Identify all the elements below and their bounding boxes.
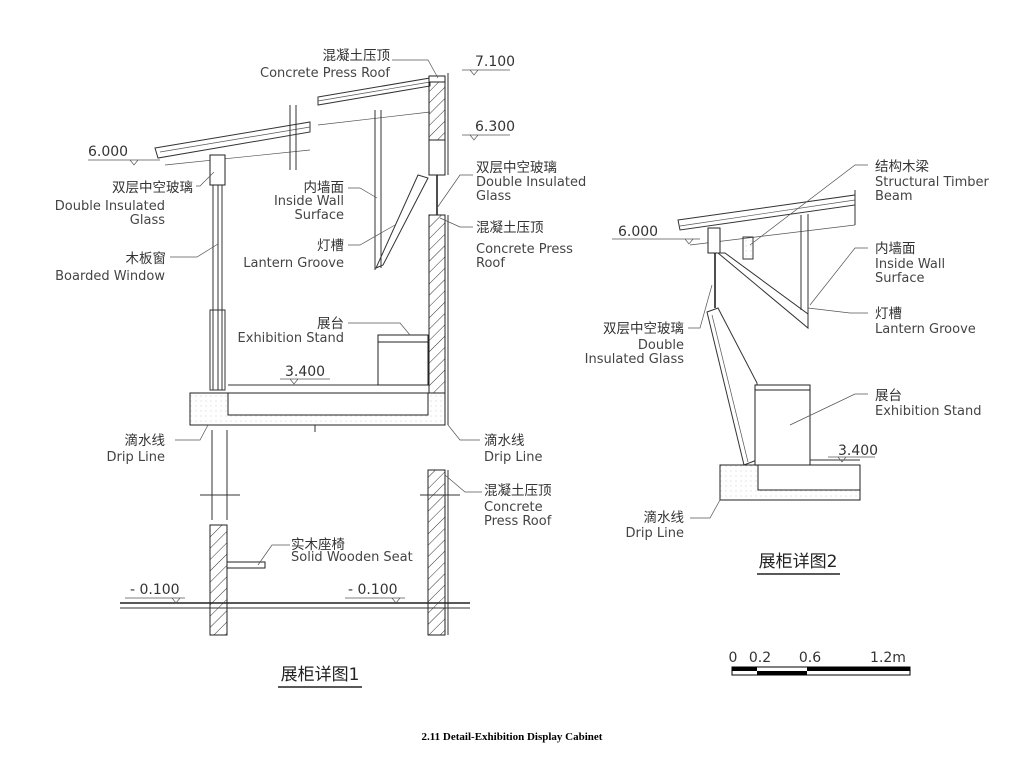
label-press-roof-mid-en: Concrete Press <box>476 242 573 257</box>
label-wooden-seat-cn: 实木座椅 <box>291 537 345 553</box>
label-double-glass-en: Double Insulated <box>55 199 165 214</box>
lower-roof-slab <box>154 121 311 159</box>
label-wooden-seat-en: Solid Wooden Seat <box>291 550 413 565</box>
label-inside-wall-2-en2: Surface <box>875 271 925 286</box>
label-double-glass-cn: 双层中空玻璃 <box>112 179 193 196</box>
label-lantern-groove-cn: 灯槽 <box>317 238 344 254</box>
label-press-roof-base-cn: 混凝土压顶 <box>484 483 552 499</box>
label-boarded-window-cn: 木板窗 <box>126 250 167 267</box>
scale-tick-0-2: 0.2 <box>749 650 771 666</box>
level-6300: 6.300 <box>475 119 515 135</box>
label-inside-wall-en: Inside Wall <box>274 194 344 209</box>
scale-tick-0-6: 0.6 <box>799 650 821 666</box>
detail2-section <box>612 164 875 519</box>
level-6000: 6.000 <box>88 144 128 160</box>
structural-timber-beam <box>742 236 754 260</box>
seat-wall <box>209 524 228 636</box>
inclined-glass <box>706 307 758 466</box>
label-drip-line-left-cn: 滴水线 <box>125 432 166 449</box>
label-lantern-groove-2-en: Lantern Groove <box>875 322 976 337</box>
label-inside-wall-cn: 内墙面 <box>304 180 345 196</box>
label-concrete-press-roof-cn: 混凝土压顶 <box>323 48 391 64</box>
scale-tick-0: 0 <box>729 650 738 666</box>
level-minus-0100-right: - 0.100 <box>348 582 398 598</box>
label-double-glass-en2: Glass <box>130 213 165 228</box>
label-inside-wall-2-en: Inside Wall <box>875 257 945 272</box>
label-exhibition-stand-2-en: Exhibition Stand <box>875 404 981 419</box>
label-press-roof-base-en2: Press Roof <box>484 514 552 529</box>
label-exhibition-stand-cn: 展台 <box>317 316 344 332</box>
label-double-glass-2-cn: 双层中空玻璃 <box>603 320 684 337</box>
label-drip-line-right-en: Drip Line <box>484 450 542 465</box>
label-press-roof-mid-cn: 混凝土压顶 <box>476 220 544 236</box>
level-7100: 7.100 <box>475 54 515 70</box>
level-6000-2: 6.000 <box>618 224 658 240</box>
label-double-glass-2-en: Double <box>638 338 684 353</box>
label-double-glass-right-en2: Glass <box>476 189 511 204</box>
detail1-section <box>88 59 510 636</box>
label-timber-beam-en: Structural Timber <box>875 175 990 190</box>
lantern-groove-2 <box>716 252 809 330</box>
label-double-glass-2-en2: Insulated Glass <box>585 352 685 367</box>
concrete-wall-lower <box>428 214 446 394</box>
exhibition-stand-2 <box>754 384 811 466</box>
level-minus-0100-left: - 0.100 <box>130 582 180 598</box>
label-timber-beam-cn: 结构木梁 <box>875 159 929 175</box>
label-drip-line-right-cn: 滴水线 <box>484 432 525 449</box>
label-lantern-groove-en: Lantern Groove <box>243 256 344 271</box>
solid-wooden-seat <box>226 561 266 569</box>
scale-bar: 0 0.2 0.6 1.2m <box>729 650 911 676</box>
label-drip-line-2-cn: 滴水线 <box>644 509 685 526</box>
glass-panel <box>428 139 446 176</box>
detail2-labels: 结构木梁 Structural Timber Beam 内墙面 Inside W… <box>585 159 990 575</box>
label-inside-wall-2-cn: 内墙面 <box>875 241 916 257</box>
scale-tick-1-2m: 1.2m <box>870 650 906 666</box>
level-3400-2: 3.400 <box>838 443 878 459</box>
detail2-title: 展柜详图2 <box>759 552 838 572</box>
concrete-wall-upper <box>428 75 446 141</box>
label-lantern-groove-2-cn: 灯槽 <box>875 306 902 322</box>
label-double-glass-right-en: Double Insulated <box>476 175 586 190</box>
lantern-groove <box>375 174 429 269</box>
label-press-roof-base-en: Concrete <box>484 500 543 515</box>
detail1-title: 展柜详图1 <box>281 665 360 685</box>
exhibition-stand <box>377 334 429 386</box>
roof-slab-2 <box>677 194 856 231</box>
detail1-labels: 混凝土压顶 Concrete Press Roof 双层中空玻璃 Double … <box>55 48 586 688</box>
label-double-glass-right-cn: 双层中空玻璃 <box>476 159 557 176</box>
label-concrete-press-roof-en: Concrete Press Roof <box>260 66 390 81</box>
label-exhibition-stand-en: Exhibition Stand <box>238 331 344 346</box>
label-exhibition-stand-2-cn: 展台 <box>875 388 902 404</box>
label-timber-beam-en2: Beam <box>875 189 913 204</box>
label-boarded-window-en: Boarded Window <box>55 269 165 284</box>
level-3400: 3.400 <box>285 364 325 380</box>
label-drip-line-left-en: Drip Line <box>107 450 165 465</box>
figure-caption: 2.11 Detail-Exhibition Display Cabinet <box>422 731 603 743</box>
label-inside-wall-en2: Surface <box>294 208 344 223</box>
label-drip-line-2-en: Drip Line <box>626 526 684 541</box>
concrete-wall-base <box>427 469 446 636</box>
label-press-roof-mid-en2: Roof <box>476 256 505 271</box>
